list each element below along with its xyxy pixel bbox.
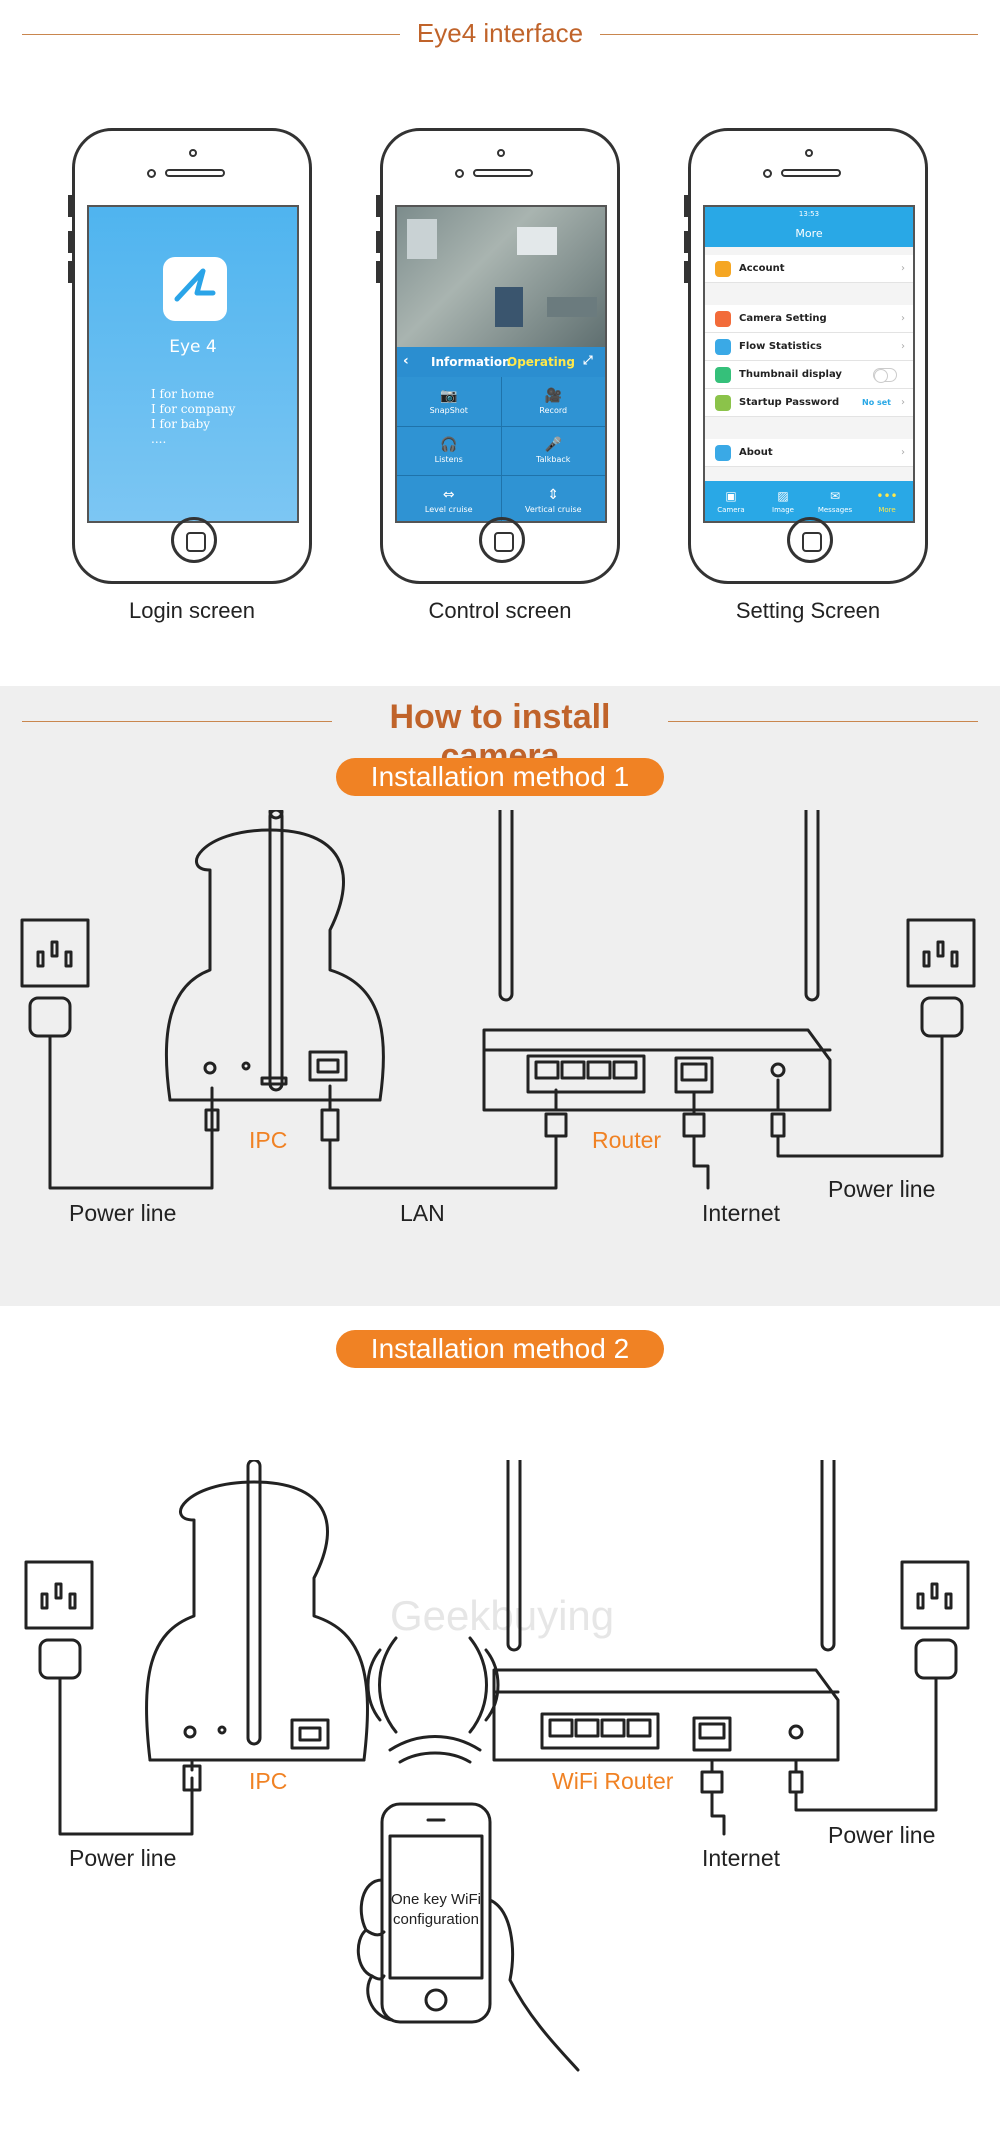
tab-camera[interactable]: ▣Camera	[717, 488, 745, 514]
tab-messages[interactable]: ✉Messages	[817, 488, 853, 514]
gear-icon	[715, 310, 731, 327]
thumbnail-toggle[interactable]	[873, 367, 897, 383]
interface-title: Eye4 interface	[416, 18, 584, 48]
image-icon: ▨	[777, 488, 789, 503]
tab-image[interactable]: ▨Image	[772, 488, 794, 514]
method1-power-left-label: Power line	[69, 1200, 177, 1226]
method2-ipc-label: IPC	[249, 1768, 288, 1794]
method1-diagram	[20, 810, 976, 1190]
internet-cable	[692, 1134, 710, 1190]
vertical-cruise-button[interactable]: ⇕Vertical cruise	[501, 476, 605, 521]
caption-login: Login screen	[129, 598, 255, 623]
method1-power-right-label: Power line	[828, 1176, 936, 1202]
tab-operating[interactable]: Operating	[507, 355, 575, 369]
wall-socket-right	[906, 918, 976, 988]
home-button[interactable]	[787, 517, 833, 563]
lock-icon	[715, 394, 731, 411]
status-bar: 13:53	[705, 207, 913, 221]
horizontal-arrows-icon: ⇔	[442, 487, 455, 504]
method2-power-left-label: Power line	[69, 1845, 177, 1871]
settings-row-camera-setting[interactable]: Camera Setting›	[705, 305, 913, 333]
caption-settings: Setting Screen	[735, 598, 881, 623]
phone-settings: 13:53 More Account› Camera Setting› Flow…	[684, 128, 928, 584]
chevron-right-icon: ›	[901, 263, 905, 274]
method1-router-label: Router	[592, 1127, 662, 1153]
lan-cable	[328, 1134, 558, 1190]
video-icon: 🎥	[544, 387, 562, 404]
back-arrow-icon[interactable]: ‹	[403, 353, 409, 369]
install-rule-right	[668, 721, 978, 722]
settings-row-account[interactable]: Account›	[705, 255, 913, 283]
account-icon	[715, 260, 731, 277]
home-button[interactable]	[479, 517, 525, 563]
tab-information[interactable]: Information	[431, 355, 511, 369]
fullscreen-icon[interactable]: ⤢	[583, 353, 593, 367]
login-slogans: I for home I for company I for baby ....	[151, 387, 236, 446]
phone-control: ‹ Information Operating ⤢ 📷SnapShot 🎥Rec…	[376, 128, 620, 584]
wifi-config-text: One key WiFi configuration	[390, 1891, 481, 1928]
install-rule-left	[22, 721, 332, 722]
chevron-right-icon: ›	[901, 447, 905, 458]
method2-internet-label: Internet	[702, 1845, 780, 1871]
method1-lan-label: LAN	[400, 1200, 445, 1226]
chevron-right-icon: ›	[901, 341, 905, 352]
method1-pill: Installation method 1	[336, 758, 664, 796]
ipc-camera	[164, 810, 385, 1142]
headphones-icon: 🎧	[440, 437, 458, 454]
home-button[interactable]	[171, 517, 217, 563]
title-rule-right	[600, 34, 978, 35]
power-cable-right	[776, 1034, 944, 1158]
title-rule-left	[22, 34, 400, 35]
level-cruise-button[interactable]: ⇔Level cruise	[397, 476, 501, 521]
method1-internet-label: Internet	[702, 1200, 780, 1226]
startup-password-value: No set	[862, 398, 891, 407]
app-logo-icon	[163, 257, 227, 321]
control-button-grid: 📷SnapShot 🎥Record 🎧Listens 🎤Talkback ⇔Le…	[397, 377, 605, 521]
method2-power-right-label: Power line	[828, 1822, 936, 1848]
settings-nav-title: More	[705, 221, 913, 247]
camera-video-feed	[397, 207, 605, 347]
settings-tab-bar: ▣Camera ▨Image ✉Messages •••More	[705, 481, 913, 521]
record-button[interactable]: 🎥Record	[501, 377, 605, 426]
phone-login: Eye 4 I for home I for company I for bab…	[68, 128, 312, 584]
chevron-right-icon: ›	[901, 313, 905, 324]
talkback-button[interactable]: 🎤Talkback	[501, 426, 605, 476]
more-icon: •••	[876, 488, 898, 503]
chart-icon	[715, 338, 731, 355]
method2-pill: Installation method 2	[336, 1330, 664, 1368]
microphone-icon: 🎤	[544, 437, 562, 454]
wall-socket-left	[20, 918, 90, 988]
tab-more[interactable]: •••More	[876, 488, 898, 514]
watermark: Geekbuying	[390, 1592, 615, 1639]
control-tab-bar: ‹ Information Operating ⤢	[397, 347, 605, 377]
caption-control: Control screen	[428, 598, 572, 623]
listens-button[interactable]: 🎧Listens	[397, 426, 501, 476]
chevron-right-icon: ›	[901, 397, 905, 408]
power-plug-left	[28, 996, 214, 1190]
method2-diagram	[24, 1460, 970, 2072]
camera-icon: ▣	[725, 488, 737, 503]
settings-row-thumbnail-display: Thumbnail display	[705, 361, 913, 389]
message-icon: ✉	[829, 488, 841, 503]
snapshot-button[interactable]: 📷SnapShot	[397, 377, 501, 426]
settings-row-about[interactable]: About›	[705, 439, 913, 467]
settings-screen: 13:53 More Account› Camera Setting› Flow…	[703, 205, 915, 523]
router	[482, 810, 832, 1138]
app-name: Eye 4	[169, 337, 217, 357]
settings-row-flow-statistics[interactable]: Flow Statistics›	[705, 333, 913, 361]
method1-ipc-label: IPC	[249, 1127, 288, 1153]
camera-icon: 📷	[440, 387, 458, 404]
vertical-arrows-icon: ⇕	[547, 487, 560, 504]
about-icon	[715, 444, 731, 461]
login-screen: Eye 4 I for home I for company I for bab…	[87, 205, 299, 523]
method2-router-label: WiFi Router	[552, 1768, 674, 1794]
control-screen: ‹ Information Operating ⤢ 📷SnapShot 🎥Rec…	[395, 205, 607, 523]
power-plug-right	[920, 996, 964, 1038]
thumbnail-icon	[715, 366, 731, 383]
